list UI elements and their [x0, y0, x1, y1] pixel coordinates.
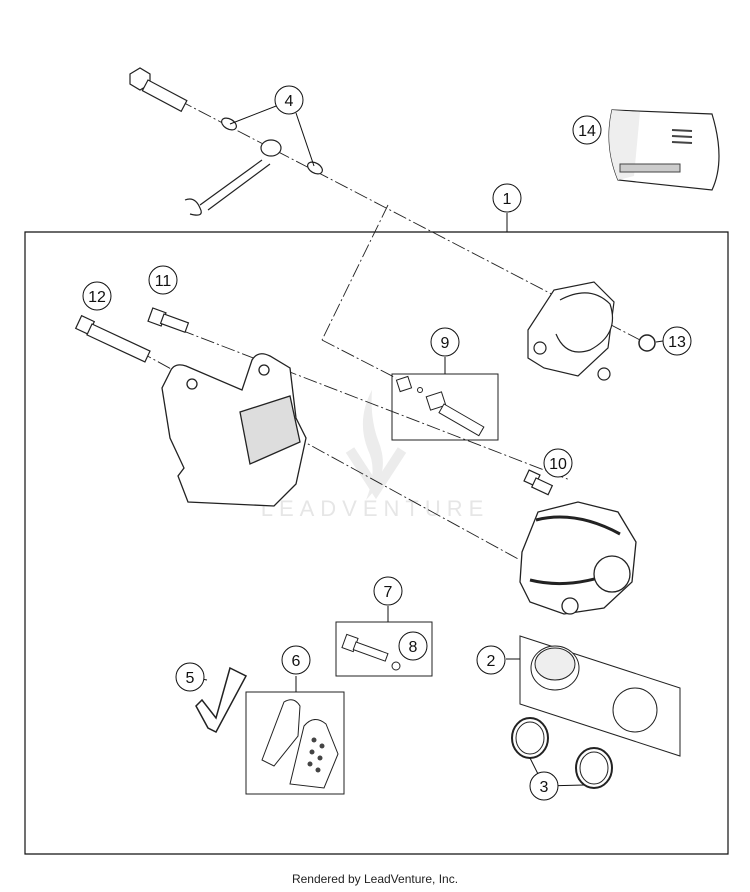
brake-hose-banjo [129, 67, 323, 216]
svg-text:12: 12 [88, 289, 106, 306]
caliper-lower-housing [519, 501, 637, 615]
svg-text:13: 13 [668, 334, 686, 351]
caliper-bracket [161, 353, 307, 507]
svg-text:9: 9 [441, 335, 450, 352]
watermark-text: LEADVENTURE [261, 496, 490, 521]
svg-text:5: 5 [186, 670, 195, 687]
callout-labels: 1 2 3 4 5 6 7 8 9 10 11 12 13 14 [82, 85, 692, 801]
bracket-bolts [74, 307, 190, 363]
callout-5: 5 [175, 662, 205, 692]
callout-2: 2 [476, 645, 506, 675]
callout-7: 7 [373, 576, 403, 606]
callout-11: 11 [148, 265, 178, 295]
callout-1: 1 [492, 183, 522, 213]
svg-text:7: 7 [384, 584, 393, 601]
svg-text:4: 4 [285, 93, 294, 110]
pad-spring [195, 666, 248, 733]
callout-14: 14 [572, 115, 602, 145]
o-ring [638, 334, 656, 352]
svg-text:10: 10 [549, 456, 567, 473]
svg-text:1: 1 [503, 191, 512, 208]
bleed-screw-group [391, 373, 499, 441]
svg-text:6: 6 [292, 653, 301, 670]
svg-text:14: 14 [578, 123, 596, 140]
caliper-upper-housing [527, 281, 615, 381]
footer-credit: Rendered by LeadVenture, Inc. [291, 872, 459, 886]
callout-6: 6 [281, 645, 311, 675]
callout-4: 4 [274, 85, 304, 115]
pistons-group [519, 635, 681, 757]
small-bolt [523, 469, 554, 496]
svg-text:11: 11 [155, 273, 172, 290]
callout-12: 12 [82, 281, 112, 311]
watermark: LEADVENTURE [261, 390, 490, 521]
callout-13: 13 [662, 326, 692, 356]
callout-8: 8 [398, 631, 428, 661]
svg-text:2: 2 [487, 653, 496, 670]
brake-pads-group [245, 691, 345, 795]
assembly-frame [24, 231, 729, 855]
svg-text:8: 8 [409, 639, 418, 656]
caliper-decal [608, 109, 720, 191]
callout-10: 10 [543, 448, 573, 478]
callout-3: 3 [529, 771, 559, 801]
leader-lines [190, 100, 664, 787]
pad-pin-group [335, 621, 433, 677]
callout-9: 9 [430, 327, 460, 357]
svg-text:3: 3 [540, 779, 549, 796]
